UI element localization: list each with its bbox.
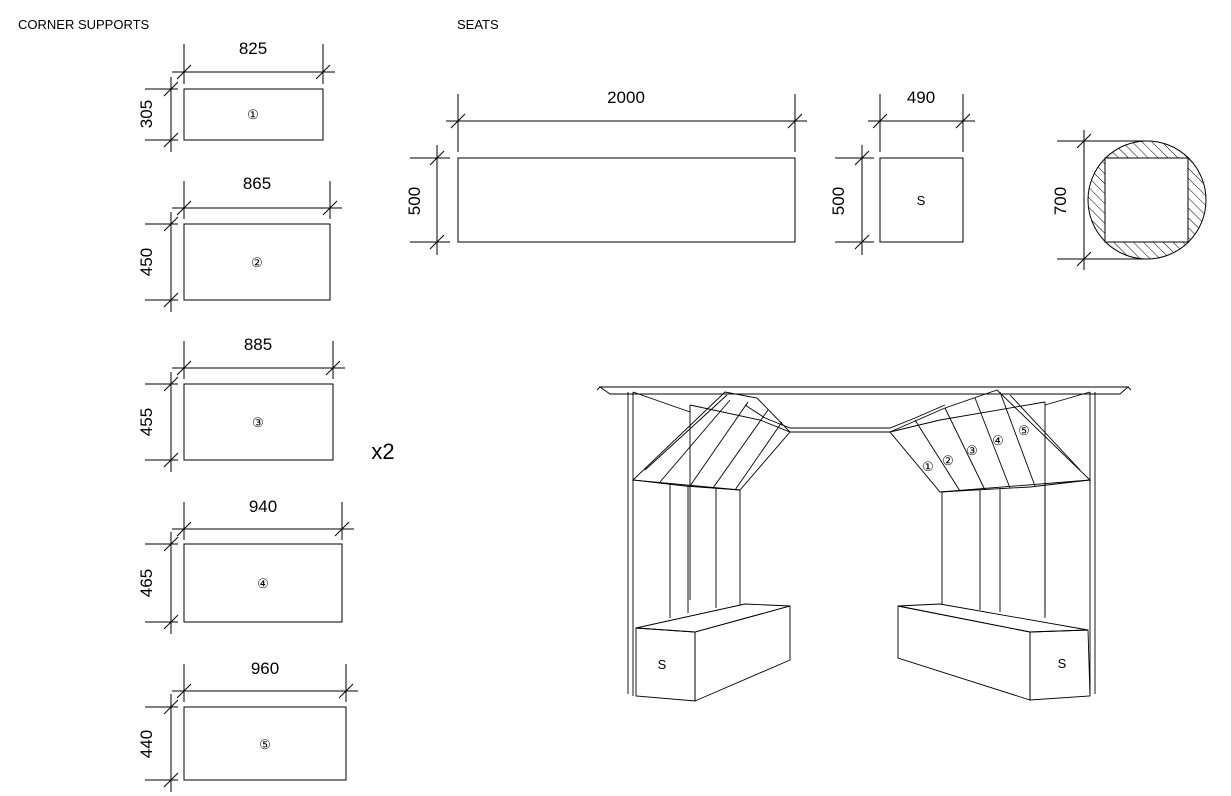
support-1-height: 305 (137, 100, 156, 128)
right-seat-label: S (1058, 656, 1067, 671)
support-5-width: 960 (251, 659, 279, 678)
assembly-marks: ① ② ③ ④ ⑤ (922, 423, 1030, 474)
seat-front-width: 2000 (607, 88, 645, 107)
support-3-rect (183, 383, 334, 461)
support-2-mark: ② (251, 255, 263, 270)
seat-side-width: 490 (907, 88, 935, 107)
assembly-mark-1: ① (922, 459, 934, 474)
support-3-height: 455 (137, 408, 156, 436)
assembly-mark-2: ② (942, 453, 954, 468)
support-2-height: 450 (137, 248, 156, 276)
assembly-mark-4: ④ (992, 433, 1004, 448)
support-3-mark: ③ (252, 415, 264, 430)
right-seat-top (897, 603, 1089, 633)
left-brace (631, 391, 791, 491)
section-core-square (1104, 157, 1189, 243)
assembly-mark-3: ③ (966, 443, 978, 458)
corner-support-3 (145, 341, 345, 472)
seat-section-view (1057, 130, 1207, 270)
support-2-rect (183, 223, 331, 301)
seat-front-rect (457, 157, 796, 243)
seat-side-rect (879, 157, 964, 243)
top-slab (598, 386, 1130, 395)
left-seat-top (635, 603, 791, 633)
support-1-width: 825 (239, 39, 267, 58)
support-4-mark: ④ (257, 576, 269, 591)
right-brace (889, 389, 1091, 493)
support-4-height: 465 (137, 569, 156, 597)
support-3-width: 885 (244, 335, 272, 354)
corner-support-4 (145, 502, 354, 634)
support-4-rect (183, 543, 343, 623)
support-4-width: 940 (249, 497, 277, 516)
corner-support-1 (145, 44, 335, 152)
seat-side-height: 500 (829, 187, 848, 215)
support-1-rect (183, 88, 324, 141)
corner-support-5 (145, 664, 358, 792)
quantity-multiplier: x2 (371, 439, 394, 464)
support-5-rect (183, 706, 347, 781)
section-diameter: 700 (1051, 187, 1070, 215)
seat-front-height: 500 (405, 187, 424, 215)
left-seat-label: S (658, 657, 667, 672)
corner-supports-title: CORNER SUPPORTS (18, 17, 150, 32)
support-5-height: 440 (137, 730, 156, 758)
assembly-mark-5: ⑤ (1018, 423, 1030, 438)
seat-front-view (410, 94, 807, 255)
right-seat-side (897, 605, 1031, 701)
assembly-perspective-view (596, 386, 1132, 702)
support-2-width: 865 (243, 174, 271, 193)
seat-side-view (835, 94, 975, 255)
right-seat-front (1029, 629, 1091, 701)
support-5-mark: ⑤ (259, 737, 271, 752)
seat-side-label: S (917, 193, 926, 208)
corner-support-2 (145, 181, 342, 312)
support-1-mark: ① (247, 107, 259, 122)
seats-title: SEATS (457, 17, 499, 32)
left-seat-side (694, 605, 791, 702)
